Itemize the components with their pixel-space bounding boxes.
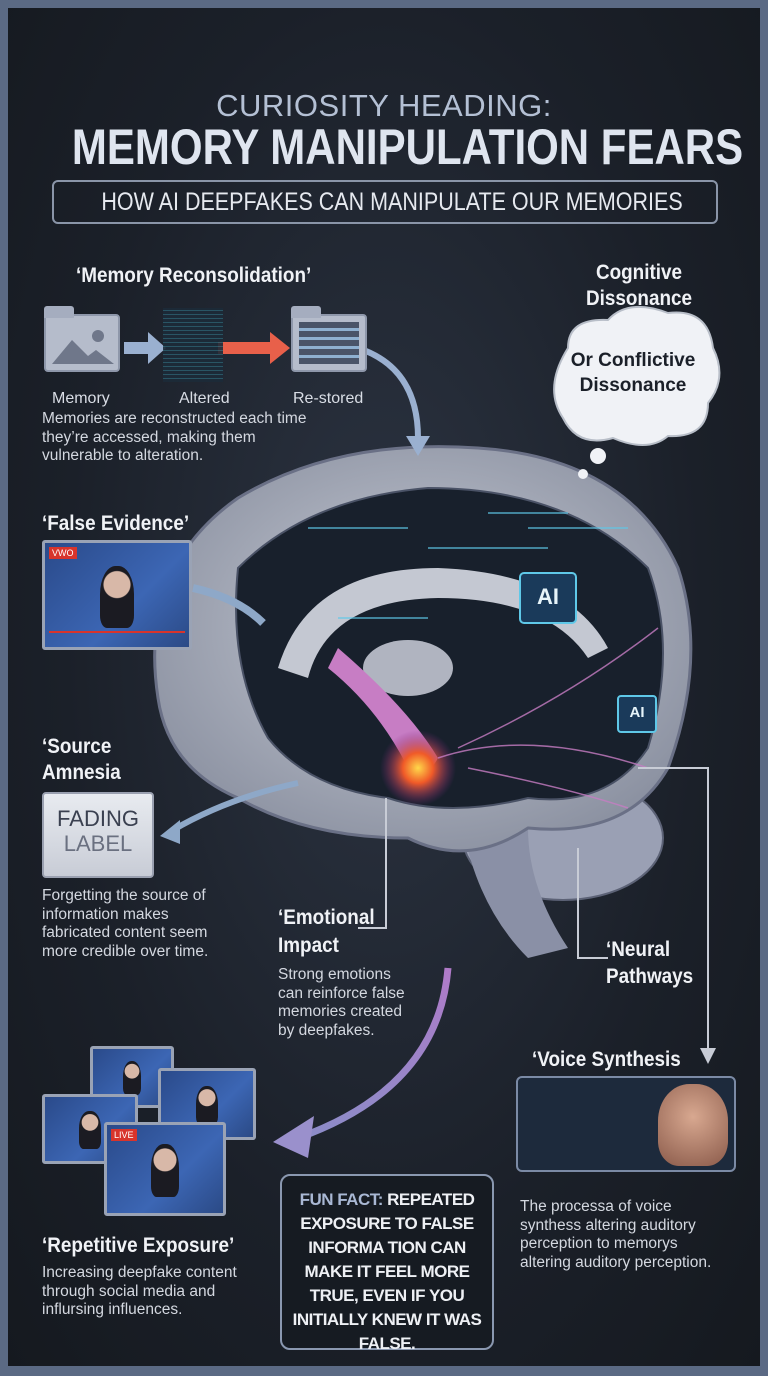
source-amnesia-heading: ‘Source Amnesia (42, 735, 121, 784)
reconsolidation-heading: ‘Memory Reconsolidation’ (76, 264, 312, 287)
voice-synthesis-text: The processa of voice synthess altering … (520, 1198, 712, 1271)
thalamus (363, 640, 453, 696)
page-title: MEMORY MANIPULATION FEARS (71, 119, 744, 175)
thought-bubble-dot (578, 469, 588, 479)
presenter-image (122, 1061, 142, 1095)
memory-folder-icon (44, 306, 120, 372)
amygdala-glow (380, 730, 456, 806)
arrow-restored-to-brain-head (406, 436, 430, 456)
reconsolidation-text: Memories are reconstructed each time the… (42, 410, 307, 464)
arrow-altered-to-restored (218, 332, 290, 364)
kicker-heading: CURIOSITY HEADING: (216, 88, 552, 123)
presenter-image (79, 1111, 101, 1150)
emotional-impact-heading: ‘Emotional Impact (278, 906, 375, 957)
false-evidence-heading: ‘False Evidence’ (42, 512, 190, 535)
fading-label-line1: FADING (57, 806, 139, 831)
presenter-image (195, 1085, 219, 1126)
thought-bubble (553, 305, 721, 446)
fun-fact-text: REPEATED EXPOSURE TO FALSE INFORMA TION … (292, 1190, 482, 1353)
fun-fact-box: FUN FACT: REPEATED EXPOSURE TO FALSE INF… (280, 1174, 494, 1353)
step-restored-label: Re-stored (293, 390, 364, 407)
connector-voice (638, 767, 709, 1048)
altered-data-icon (163, 308, 223, 382)
voice-synthesis-heading: ‘Voice Synthesis (532, 1048, 681, 1071)
fun-fact-label: FUN FACT: (299, 1190, 384, 1209)
source-amnesia-text: Forgetting the source of information mak… (42, 887, 209, 960)
presenter-image (99, 565, 135, 629)
step-memory-label: Memory (52, 390, 110, 407)
neural-pathway-lines (437, 627, 659, 809)
data-streaks (308, 512, 628, 619)
restored-folder-icon (291, 306, 367, 372)
fading-label-line2: LABEL (63, 831, 133, 856)
arrow-brain-to-exposure (296, 967, 452, 1142)
voice-synthesis-panel (516, 1076, 736, 1172)
thought-bubble-text: Or Conflictive Dissonance (570, 350, 696, 396)
thought-bubble-dot (590, 448, 606, 464)
dissonance-heading: Cognitive Dissonance (585, 261, 693, 310)
repetitive-exposure-text: Increasing deepfake content through soci… (42, 1264, 237, 1318)
arrow-brain-to-exposure-head (273, 1116, 314, 1158)
cortex-window (235, 486, 664, 809)
ai-chip-small (617, 695, 657, 733)
arrow-brain-to-label (171, 780, 299, 833)
deepfake-video-player[interactable]: VWO (42, 540, 192, 650)
arrow-memory-to-altered (124, 332, 166, 364)
brain-illustration (124, 305, 721, 1158)
connector-neural (577, 848, 608, 959)
infographic: CURIOSITY HEADING: MEMORY MANIPULATION F… (8, 8, 760, 1366)
emotional-impact-text: Strong emotions can reinforce false memo… (278, 966, 405, 1039)
ai-chip-label-small: AI (629, 704, 645, 721)
repetitive-exposure-heading: ‘Repetitive Exposure’ (42, 1234, 235, 1257)
video-badge: VWO (49, 547, 77, 559)
neural-pathways-heading: ‘Neural Pathways (606, 938, 694, 988)
brain-stem (463, 828, 568, 958)
video-progress-bar[interactable] (49, 631, 185, 633)
arrow-restored-to-brain (357, 345, 421, 439)
subtitle-text: HOW AI DEEPFAKES CAN MANIPULATE OUR MEMO… (101, 188, 683, 216)
synthetic-face-image (658, 1084, 728, 1166)
presenter-image (151, 1144, 179, 1198)
connector-voice-head (700, 1048, 716, 1064)
arrow-brain-to-label-head (160, 820, 180, 844)
arrow-evidence-to-brain (192, 584, 266, 626)
exposure-video-4[interactable]: LIVE (104, 1122, 226, 1216)
subtitle-box: HOW AI DEEPFAKES CAN MANIPULATE OUR MEMO… (52, 180, 718, 224)
connector-emotional (358, 798, 387, 929)
step-altered-label: Altered (179, 390, 230, 407)
page-title-wrap: MEMORY MANIPULATION FEARS (8, 120, 760, 174)
live-badge: LIVE (111, 1129, 137, 1141)
ai-chip-label-large: AI (537, 584, 559, 609)
ai-chip-large (519, 572, 577, 624)
fading-label-card: FADING LABEL (42, 792, 154, 878)
